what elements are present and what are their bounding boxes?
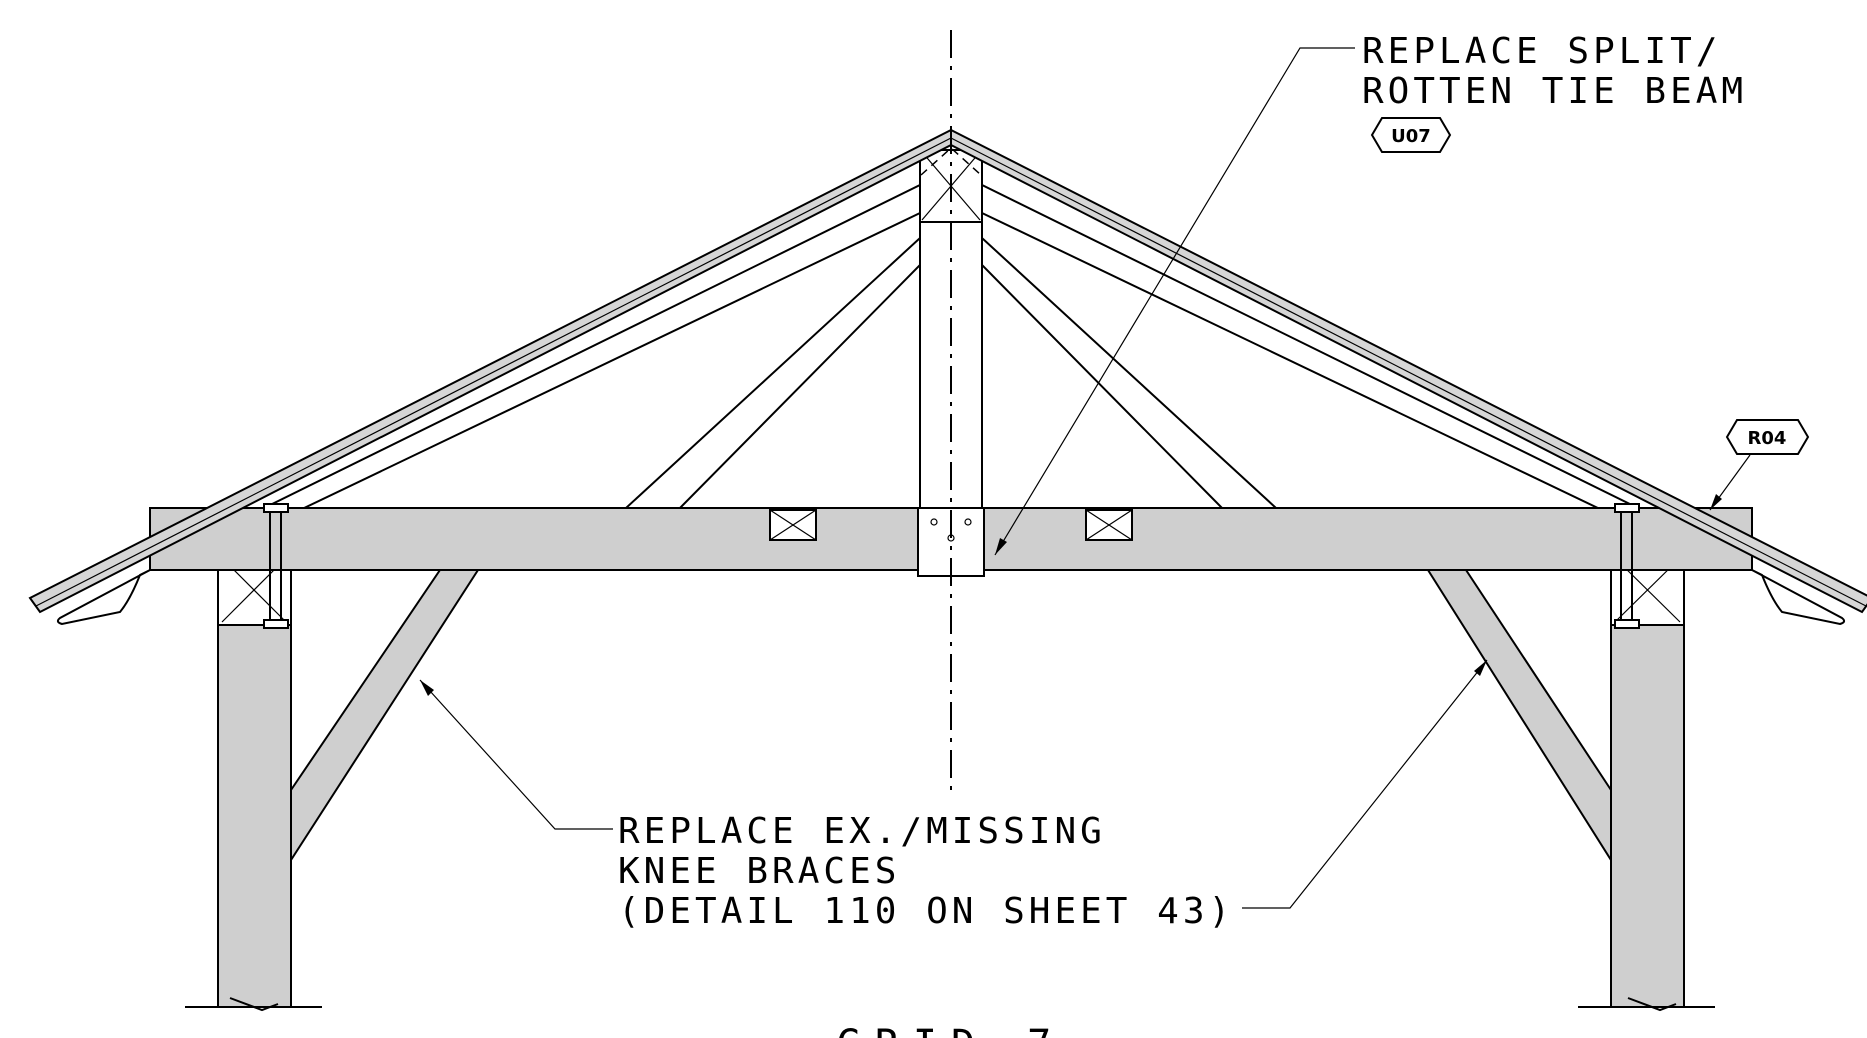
left-anchor-rod	[263, 503, 289, 629]
right-anchor-rod	[1614, 503, 1640, 629]
tie-beam-leader	[994, 47, 1355, 556]
note-knee-line1: REPLACE EX./MISSING	[618, 811, 1106, 852]
bolt-hole	[930, 518, 938, 526]
right-ground-break	[1578, 997, 1715, 1012]
knee-brace-leader-left	[419, 679, 613, 830]
roof-tag: R04	[1725, 419, 1810, 455]
drawing-title: GRID 7	[837, 1022, 1066, 1038]
bolt-hole	[964, 518, 972, 526]
svg-text:U07: U07	[1391, 126, 1431, 147]
tie-beam-block-left	[769, 509, 817, 541]
right-knee-brace	[1426, 569, 1612, 864]
note-tie-beam-line1: REPLACE SPLIT/	[1362, 31, 1721, 72]
note-knee-line2: KNEE BRACES	[618, 851, 900, 892]
knee-brace-leader-right	[1242, 659, 1488, 909]
note-tie-beam-line2: ROTTEN TIE BEAM	[1362, 71, 1747, 112]
right-eave-tail	[1751, 569, 1846, 626]
left-eave-tail	[56, 569, 151, 626]
left-knee-brace	[290, 569, 480, 864]
tie-beam-tag: U07	[1370, 117, 1452, 153]
note-knee-line3: (DETAIL 110 ON SHEET 43)	[618, 891, 1234, 932]
left-ground-break	[185, 997, 322, 1012]
roof-tag-leader	[1709, 454, 1751, 511]
svg-text:R04: R04	[1748, 428, 1787, 449]
tie-beam-block-right	[1085, 509, 1133, 541]
